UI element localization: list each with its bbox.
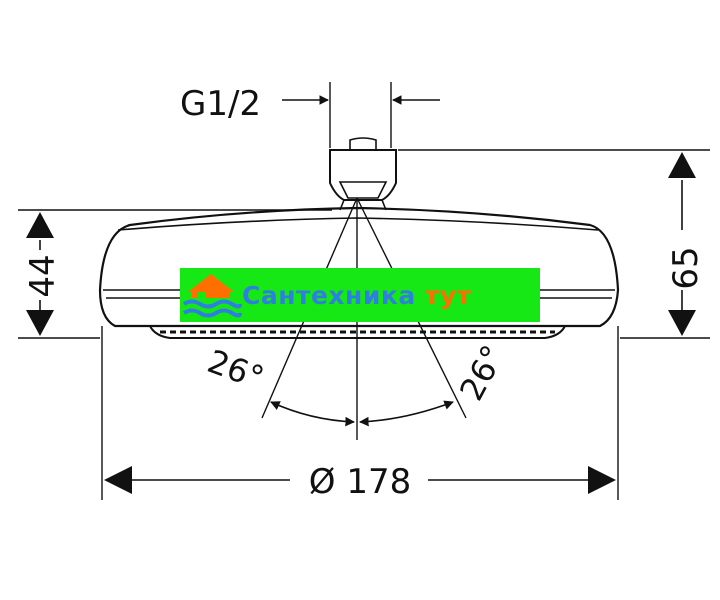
connection-dimension bbox=[282, 82, 440, 148]
diameter-dimension bbox=[101, 326, 619, 500]
total-height-dimension bbox=[398, 149, 710, 339]
connection-label: G1/2 bbox=[180, 84, 261, 124]
body-height-dimension bbox=[18, 209, 332, 339]
watermark-text-part1: Сантехника bbox=[242, 280, 416, 310]
angle-left-label: 26° bbox=[203, 342, 269, 397]
watermark-banner: Сантехника тут bbox=[180, 268, 540, 322]
watermark-text-part2: тут bbox=[424, 280, 472, 310]
diameter-label: Ø 178 bbox=[309, 462, 411, 502]
house-waves-icon bbox=[180, 268, 242, 322]
watermark-text: Сантехника тут bbox=[242, 281, 472, 310]
body-height-label: 44 bbox=[23, 254, 63, 297]
angle-right-label: 26° bbox=[452, 339, 512, 407]
connector-outline bbox=[329, 137, 397, 211]
total-height-label: 65 bbox=[666, 246, 706, 289]
